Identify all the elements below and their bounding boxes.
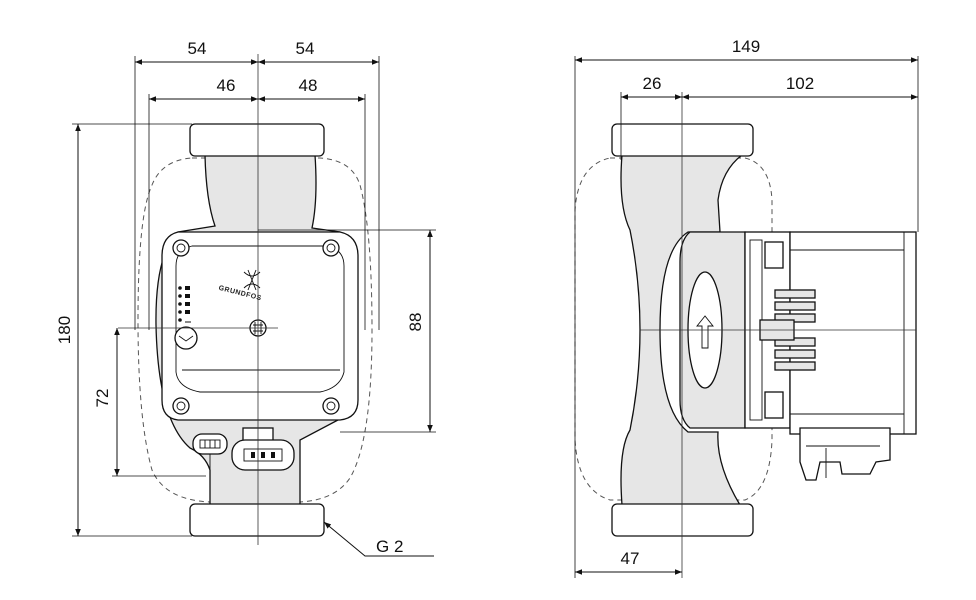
- thread-label: G 2: [376, 537, 403, 556]
- dim-mid-left-label: 46: [217, 76, 236, 95]
- screw-bottom-left: [172, 397, 190, 415]
- flow-arrow-icon: [696, 315, 714, 349]
- dim-motor-length-label: 102: [786, 74, 814, 93]
- motor-housing: [789, 231, 917, 435]
- front-view: GRUNDFOS: [55, 39, 436, 557]
- dim-height-control-label: 88: [406, 313, 425, 332]
- front-top-flange: [189, 123, 325, 157]
- side-top-flange: [611, 123, 754, 157]
- led-indicator-icon: [178, 286, 191, 323]
- dim-mid-right-label: 48: [299, 76, 318, 95]
- dim-height-total-label: 180: [55, 316, 74, 344]
- cooling-fins: [774, 289, 816, 371]
- side-bottom-flange: [611, 503, 754, 537]
- side-insulation-outline: [574, 157, 773, 501]
- control-button: [174, 326, 198, 350]
- grundfos-logo-icon: [243, 269, 261, 291]
- dim-bottom-label: 47: [621, 549, 640, 568]
- side-view: 149 26 102 47: [574, 37, 919, 578]
- dim-flange-offset-label: 26: [643, 74, 662, 93]
- screw-bottom-right: [322, 397, 340, 415]
- power-connector: [231, 427, 295, 471]
- dim-top-left-label: 54: [188, 39, 207, 58]
- front-bottom-flange: [189, 503, 325, 537]
- screw-top-right: [322, 239, 340, 257]
- side-connector: [799, 427, 891, 481]
- screw-top-left: [172, 239, 190, 257]
- side-screw-top: [764, 241, 784, 269]
- signal-connector: [192, 433, 228, 470]
- control-box-inner: [175, 245, 345, 393]
- dim-total-length-label: 149: [732, 37, 760, 56]
- dim-height-lower-label: 72: [93, 389, 112, 408]
- side-screw-bottom: [764, 391, 784, 419]
- dim-top-right-label: 54: [296, 39, 315, 58]
- thread-leader: [323, 521, 434, 557]
